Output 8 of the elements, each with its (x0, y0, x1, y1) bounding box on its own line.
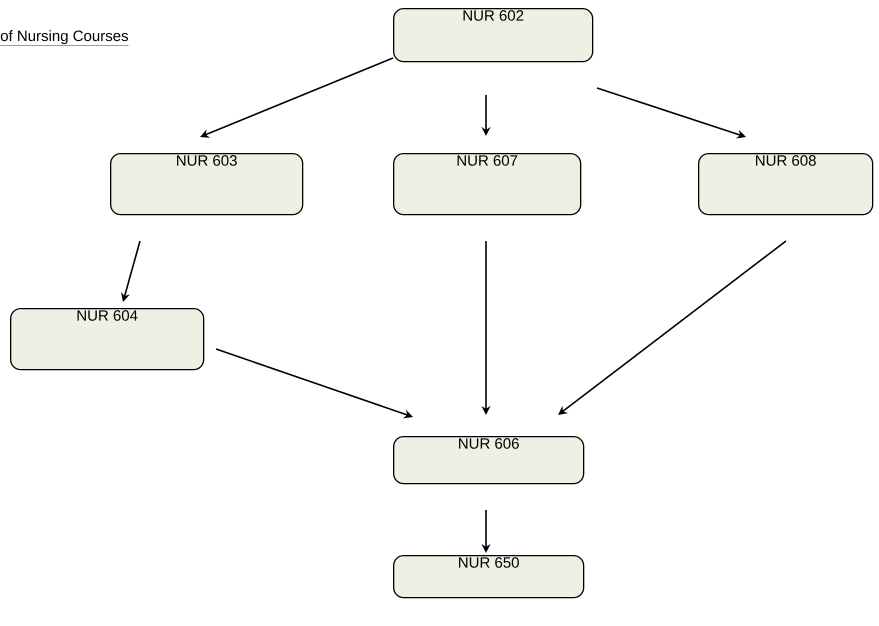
title: of Nursing Courses (0, 30, 129, 46)
course-box: NUR 608 (698, 152, 874, 216)
course-box: NUR 604 (10, 308, 204, 370)
course-box: NUR 606 (393, 436, 584, 484)
course-box: NUR 650 (393, 554, 584, 598)
course-box: NUR 607 (393, 152, 582, 216)
course-box: NUR 603 (110, 152, 304, 216)
course-box: NUR 602 (393, 8, 594, 62)
